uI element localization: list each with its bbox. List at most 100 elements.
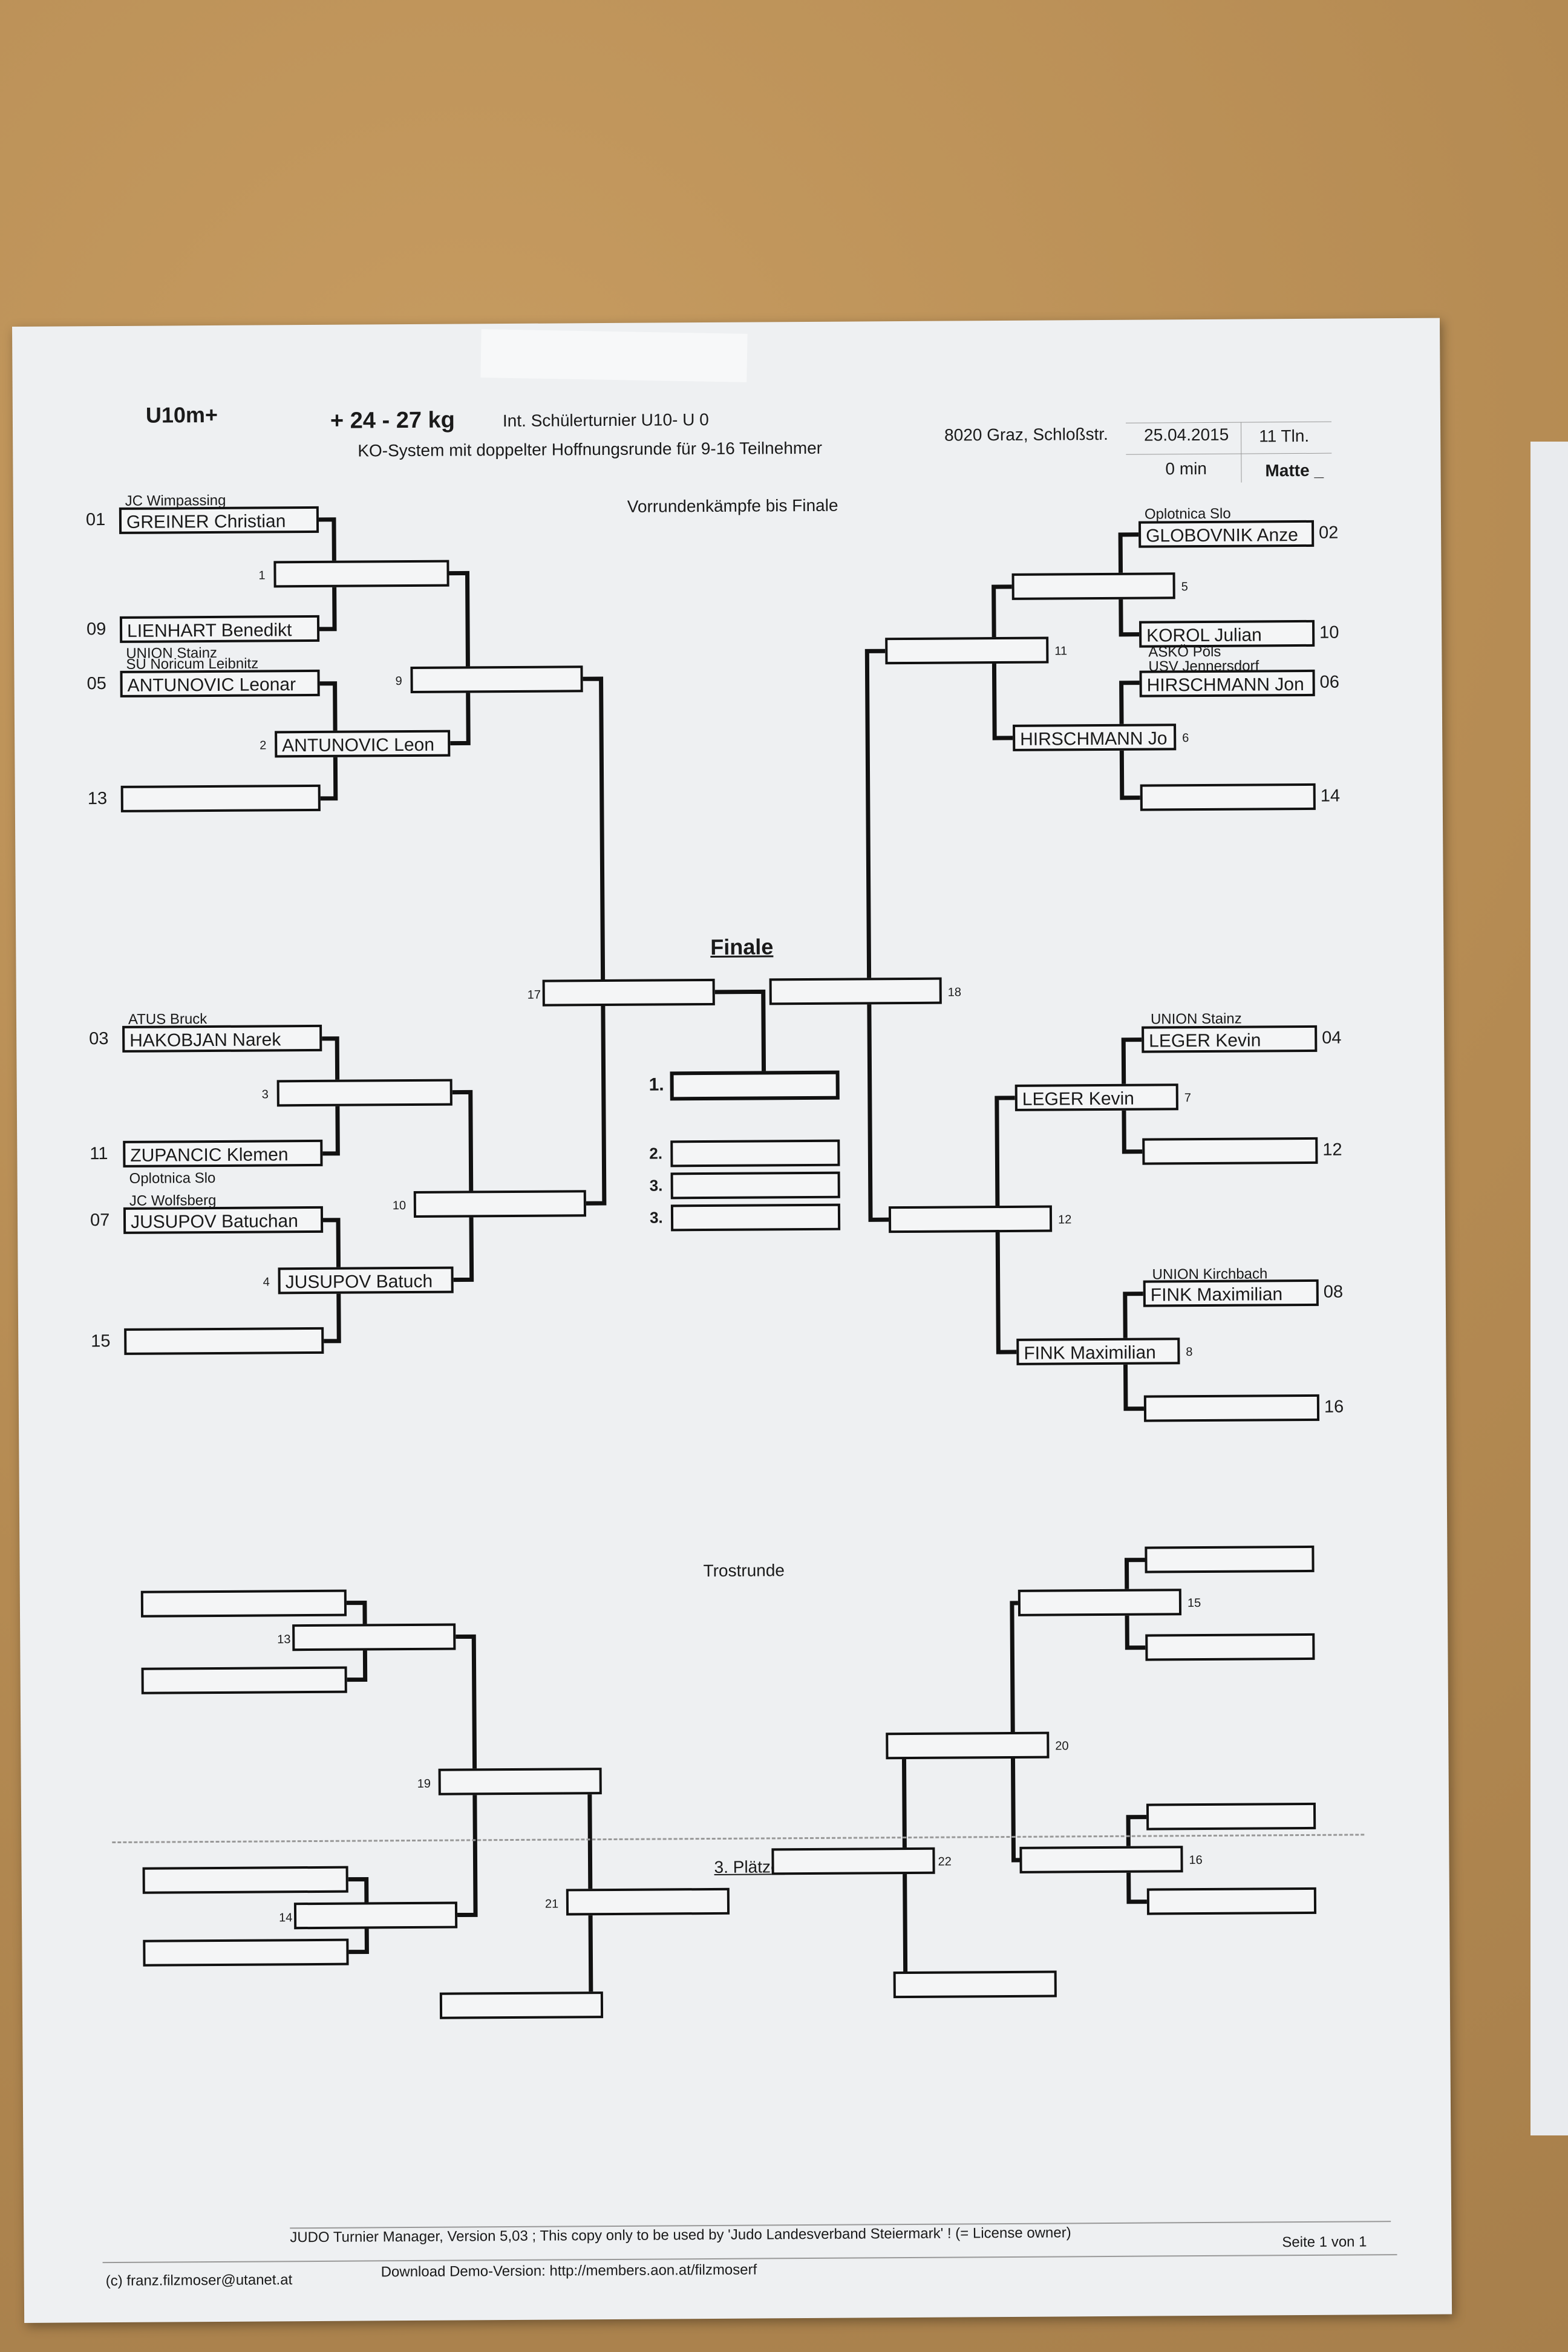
seed-number: 06 (1319, 672, 1339, 692)
repechage-slot[interactable] (1145, 1545, 1315, 1573)
repechage-slot[interactable] (439, 1991, 604, 2019)
place-3b-slot[interactable] (670, 1203, 841, 1232)
adhesive-tape (480, 329, 748, 382)
bout-number: 1 (258, 569, 266, 583)
bout-winner-slot[interactable] (410, 665, 583, 693)
repechage-slot[interactable] (1019, 1846, 1183, 1873)
competitor-slot[interactable] (1140, 783, 1316, 811)
seed-number: 05 (87, 674, 106, 694)
bout-number: 22 (938, 1855, 952, 1869)
bout-number: 3 (261, 1088, 269, 1102)
seed-number: 02 (1319, 523, 1339, 543)
bout-number: 11 (1054, 644, 1068, 658)
place-2-label: 2. (649, 1144, 663, 1163)
seed-number: 10 (1319, 622, 1339, 642)
final-left-slot[interactable] (542, 978, 715, 1007)
bout-number: 10 (392, 1199, 407, 1213)
bout-winner-slot[interactable]: ANTUNOVIC Leon (275, 730, 451, 758)
bout-winner-slot[interactable]: LEGER Kevin (1014, 1083, 1178, 1111)
seed-number: 16 (1324, 1397, 1344, 1417)
repechage-slot[interactable] (1146, 1802, 1316, 1831)
seed-number: 12 (1322, 1140, 1342, 1160)
competitor-slot[interactable] (124, 1327, 324, 1355)
bout-winner-slot[interactable]: HIRSCHMANN Jo (1013, 724, 1177, 751)
seed-number: 09 (86, 619, 106, 639)
repechage-slot[interactable] (140, 1589, 347, 1618)
repechage-slot[interactable] (293, 1901, 458, 1930)
repechage-slot[interactable] (1145, 1633, 1315, 1661)
repechage-slot[interactable] (141, 1666, 347, 1694)
repechage-slot[interactable] (566, 1887, 730, 1916)
seed-number: 01 (85, 510, 106, 530)
final-right-slot[interactable] (769, 977, 942, 1005)
bout-winner-slot[interactable]: JUSUPOV Batuch (278, 1266, 454, 1295)
bout-winner-slot[interactable] (885, 636, 1049, 665)
competitor-slot[interactable] (120, 784, 321, 812)
repechage-slot[interactable] (142, 1866, 348, 1894)
seed-number: 14 (1320, 786, 1341, 806)
bout-winner-slot[interactable] (413, 1190, 587, 1218)
bout-number: 21 (544, 1897, 559, 1911)
repechage-slot[interactable] (893, 1970, 1057, 1999)
bout-winner-slot[interactable] (273, 560, 449, 588)
adjacent-sheet-edge (1530, 442, 1568, 2135)
competitor-slot[interactable]: ZUPANCIC Klemen (123, 1139, 323, 1168)
bout-number: 20 (1055, 1739, 1069, 1753)
seed-number: 13 (87, 789, 108, 809)
repechage-slot[interactable] (886, 1731, 1050, 1760)
bout-number: 14 (279, 1911, 293, 1925)
page-counter: Seite 1 von 1 (1282, 2233, 1367, 2251)
seed-number: 08 (1323, 1282, 1344, 1302)
bout-number: 13 (277, 1633, 291, 1647)
club-name: Oplotnica Slo (1144, 505, 1231, 523)
bout-number: 17 (527, 988, 541, 1002)
bout-number: 18 (947, 985, 962, 999)
final-heading: Finale (710, 934, 774, 959)
seed-number: 07 (90, 1210, 110, 1230)
repechage-slot[interactable] (438, 1768, 602, 1795)
bout-winner-slot[interactable] (276, 1079, 452, 1107)
competitor-slot[interactable]: HIRSCHMANN Jon (1139, 669, 1315, 697)
repechage-slot[interactable] (1146, 1887, 1317, 1915)
repechage-slot[interactable] (143, 1938, 349, 1967)
competitor-slot[interactable]: HAKOBJAN Narek (122, 1024, 322, 1053)
bout-winner-slot[interactable] (1011, 572, 1175, 600)
place-3a-slot[interactable] (670, 1171, 840, 1200)
repechage-slot[interactable] (771, 1847, 935, 1875)
seed-number: 04 (1322, 1028, 1342, 1048)
competitor-slot[interactable]: LEGER Kevin (1142, 1025, 1318, 1053)
seed-number: 03 (89, 1029, 109, 1049)
bout-number: 8 (1186, 1345, 1193, 1359)
repechage-slot[interactable] (292, 1623, 456, 1651)
bout-number: 19 (417, 1777, 431, 1791)
bout-number: 5 (1181, 580, 1188, 594)
bout-number: 4 (263, 1275, 270, 1289)
place-2-slot[interactable] (670, 1139, 840, 1168)
repechage-slot[interactable] (1018, 1589, 1182, 1616)
bout-number: 16 (1189, 1854, 1203, 1867)
place-1-slot[interactable] (670, 1070, 840, 1101)
bout-number: 7 (1184, 1091, 1192, 1105)
competitor-slot[interactable] (1143, 1394, 1320, 1422)
bout-number: 15 (1187, 1596, 1201, 1610)
seed-number: 11 (90, 1144, 108, 1164)
competitor-slot[interactable]: GREINER Christian (119, 506, 319, 534)
club-name: UNION Stainz (1150, 1010, 1242, 1028)
competitor-slot[interactable]: JUSUPOV Batuchan (123, 1206, 324, 1234)
seed-number: 15 (91, 1331, 111, 1351)
bout-number: 12 (1057, 1213, 1072, 1227)
footer-download-link[interactable]: Download Demo-Version: http://members.ao… (381, 2261, 757, 2281)
bout-number: 9 (395, 675, 402, 688)
repechage-heading: Trostrunde (703, 1561, 785, 1581)
bout-number: 2 (260, 739, 267, 753)
competitor-slot[interactable]: FINK Maximilian (1143, 1279, 1319, 1307)
bout-winner-slot[interactable] (888, 1205, 1053, 1233)
bout-winner-slot[interactable]: FINK Maximilian (1016, 1338, 1180, 1365)
competitor-slot[interactable]: GLOBOVNIK Anze (1138, 520, 1315, 548)
competitor-slot[interactable]: LIENHART Benedikt (119, 615, 320, 643)
bout-number: 6 (1182, 731, 1189, 745)
place-3b-label: 3. (649, 1208, 663, 1227)
competitor-slot[interactable]: ANTUNOVIC Leonar (120, 669, 320, 697)
tournament-bracket-sheet: U10m+ + 24 - 27 kg Int. Schülerturnier U… (12, 318, 1452, 2323)
competitor-slot[interactable] (1142, 1137, 1318, 1165)
